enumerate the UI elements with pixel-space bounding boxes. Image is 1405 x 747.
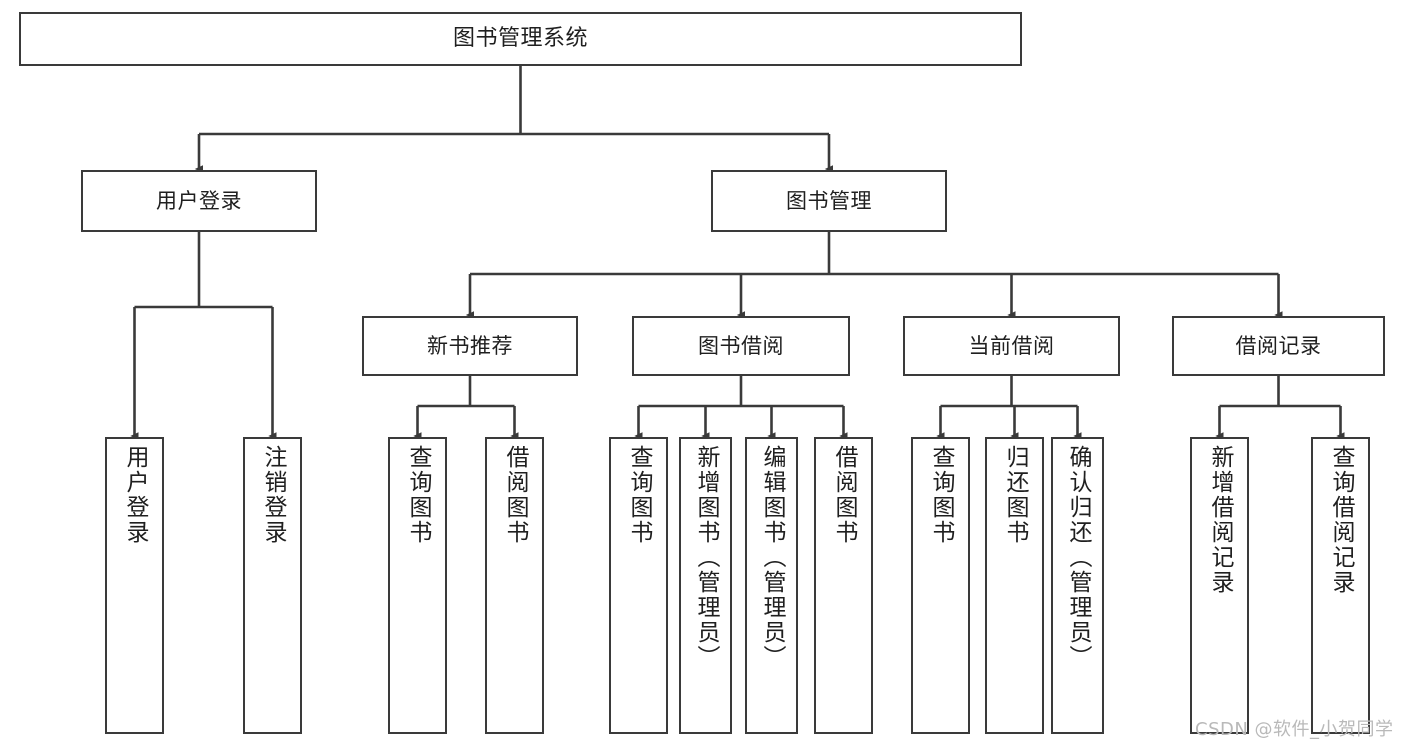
node-label: 查询图书 (405, 445, 431, 545)
node-borrow-record[interactable]: 借阅记录 (1172, 316, 1385, 376)
leaf-add-book-admin[interactable]: 新增图书（管理员） (679, 437, 732, 734)
node-label: 查询图书 (626, 445, 652, 545)
node-book-management[interactable]: 图书管理 (711, 170, 947, 232)
leaf-borrow-book-recommendation[interactable]: 借阅图书 (485, 437, 544, 734)
node-label: 新书推荐 (427, 333, 513, 358)
node-label: 用户登录 (156, 188, 242, 213)
leaf-query-book-current[interactable]: 查询图书 (911, 437, 970, 734)
node-user-login[interactable]: 用户登录 (81, 170, 317, 232)
node-label: 借阅记录 (1235, 333, 1322, 358)
leaf-query-borrow-record[interactable]: 查询借阅记录 (1311, 437, 1370, 734)
node-label: 借阅图书 (502, 445, 528, 545)
node-label: 图书管理 (786, 188, 872, 213)
leaf-query-book-borrow[interactable]: 查询图书 (609, 437, 668, 734)
node-label: 借阅图书 (831, 445, 857, 545)
leaf-edit-book-admin[interactable]: 编辑图书（管理员） (745, 437, 798, 734)
csdn-watermark: CSDN @软件_小贺同学 (1195, 719, 1394, 740)
leaf-user-login[interactable]: 用户登录 (105, 437, 164, 734)
leaf-query-book-recommendation[interactable]: 查询图书 (388, 437, 447, 734)
leaf-return-book[interactable]: 归还图书 (985, 437, 1044, 734)
leaf-borrow-book-borrow[interactable]: 借阅图书 (814, 437, 873, 734)
node-label: 图书借阅 (698, 333, 784, 358)
node-label: 查询图书 (928, 445, 954, 545)
node-label: 当前借阅 (968, 333, 1055, 358)
node-label: 新增图书（管理员） (693, 445, 719, 670)
node-label: 查询借阅记录 (1328, 445, 1354, 595)
leaf-logout[interactable]: 注销登录 (243, 437, 302, 734)
leaf-confirm-return-admin[interactable]: 确认归还（管理员） (1051, 437, 1104, 734)
node-label: 归还图书 (1002, 445, 1028, 545)
node-label: 注销登录 (260, 445, 286, 545)
node-new-book-recommendation[interactable]: 新书推荐 (362, 316, 578, 376)
node-label: 确认归还（管理员） (1065, 445, 1091, 670)
node-current-borrow[interactable]: 当前借阅 (903, 316, 1120, 376)
node-book-borrow[interactable]: 图书借阅 (632, 316, 850, 376)
node-label: 新增借阅记录 (1207, 445, 1233, 595)
node-book-management-system[interactable]: 图书管理系统 (19, 12, 1022, 66)
node-label: 图书管理系统 (452, 25, 588, 51)
leaf-add-borrow-record[interactable]: 新增借阅记录 (1190, 437, 1249, 734)
node-label: 编辑图书（管理员） (759, 445, 785, 670)
node-label: 用户登录 (122, 445, 148, 545)
